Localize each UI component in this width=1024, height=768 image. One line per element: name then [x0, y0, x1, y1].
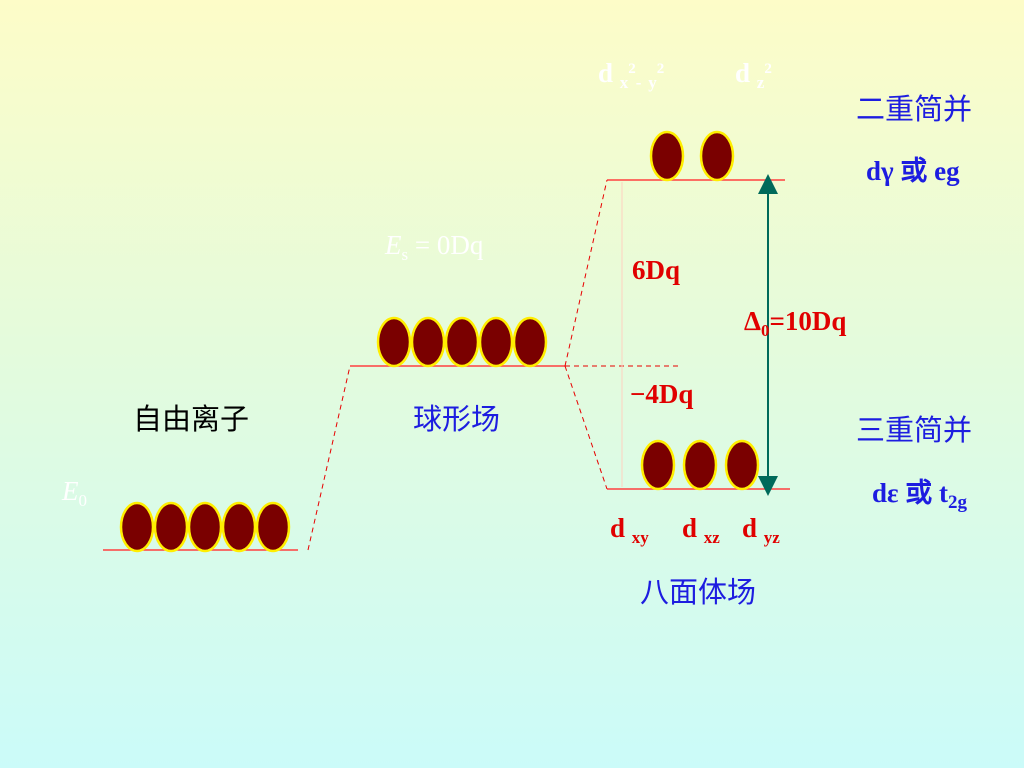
electron — [376, 316, 412, 368]
t2g-symbol-label: dε 或 t2g — [872, 478, 968, 513]
spherical-electrons — [376, 316, 548, 368]
electron — [187, 501, 223, 553]
electron — [153, 501, 189, 553]
t2g-electrons — [640, 439, 760, 491]
t2g-orbital-dxz-label: d xz — [682, 513, 720, 547]
connector-free-to-spherical — [307, 365, 351, 551]
lower-shift-label: −4Dq — [630, 379, 694, 409]
eg-symbol-label: dγ 或 eg — [866, 156, 960, 186]
electron — [410, 316, 446, 368]
electron — [724, 439, 760, 491]
free-ion-energy-label: E0 — [62, 476, 87, 510]
electron — [255, 501, 291, 553]
electron — [649, 130, 685, 182]
electron — [444, 316, 480, 368]
electron — [640, 439, 676, 491]
eg-orbital-dz2-label: d z2 — [735, 58, 772, 92]
electron — [119, 501, 155, 553]
upper-shift-label: 6Dq — [632, 255, 681, 285]
t2g-orbital-dyz-label: d yz — [742, 513, 780, 547]
electron — [221, 501, 257, 553]
spherical-field-label: 球形场 — [413, 402, 501, 436]
electron — [699, 130, 735, 182]
connector-spherical-to-eg — [564, 179, 608, 367]
electron — [512, 316, 548, 368]
splitting-energy-label: Δ0=10Dq — [744, 306, 847, 340]
free-ion-label: 自由离子 — [133, 402, 250, 436]
eg-electrons — [649, 130, 735, 182]
spherical-energy-label: Es = 0Dq — [385, 230, 484, 264]
eg-degeneracy-label: 二重简并 — [856, 92, 973, 126]
eg-orbital-dx2y2-label: d x2- y2 — [598, 58, 665, 92]
octahedral-field-label: 八面体场 — [640, 575, 757, 609]
t2g-orbital-dxy-label: d xy — [610, 513, 649, 547]
electron — [682, 439, 718, 491]
connector-spherical-to-t2g — [564, 365, 608, 490]
electron — [478, 316, 514, 368]
t2g-degeneracy-label: 三重简并 — [856, 413, 973, 447]
free-ion-electrons — [119, 501, 291, 553]
